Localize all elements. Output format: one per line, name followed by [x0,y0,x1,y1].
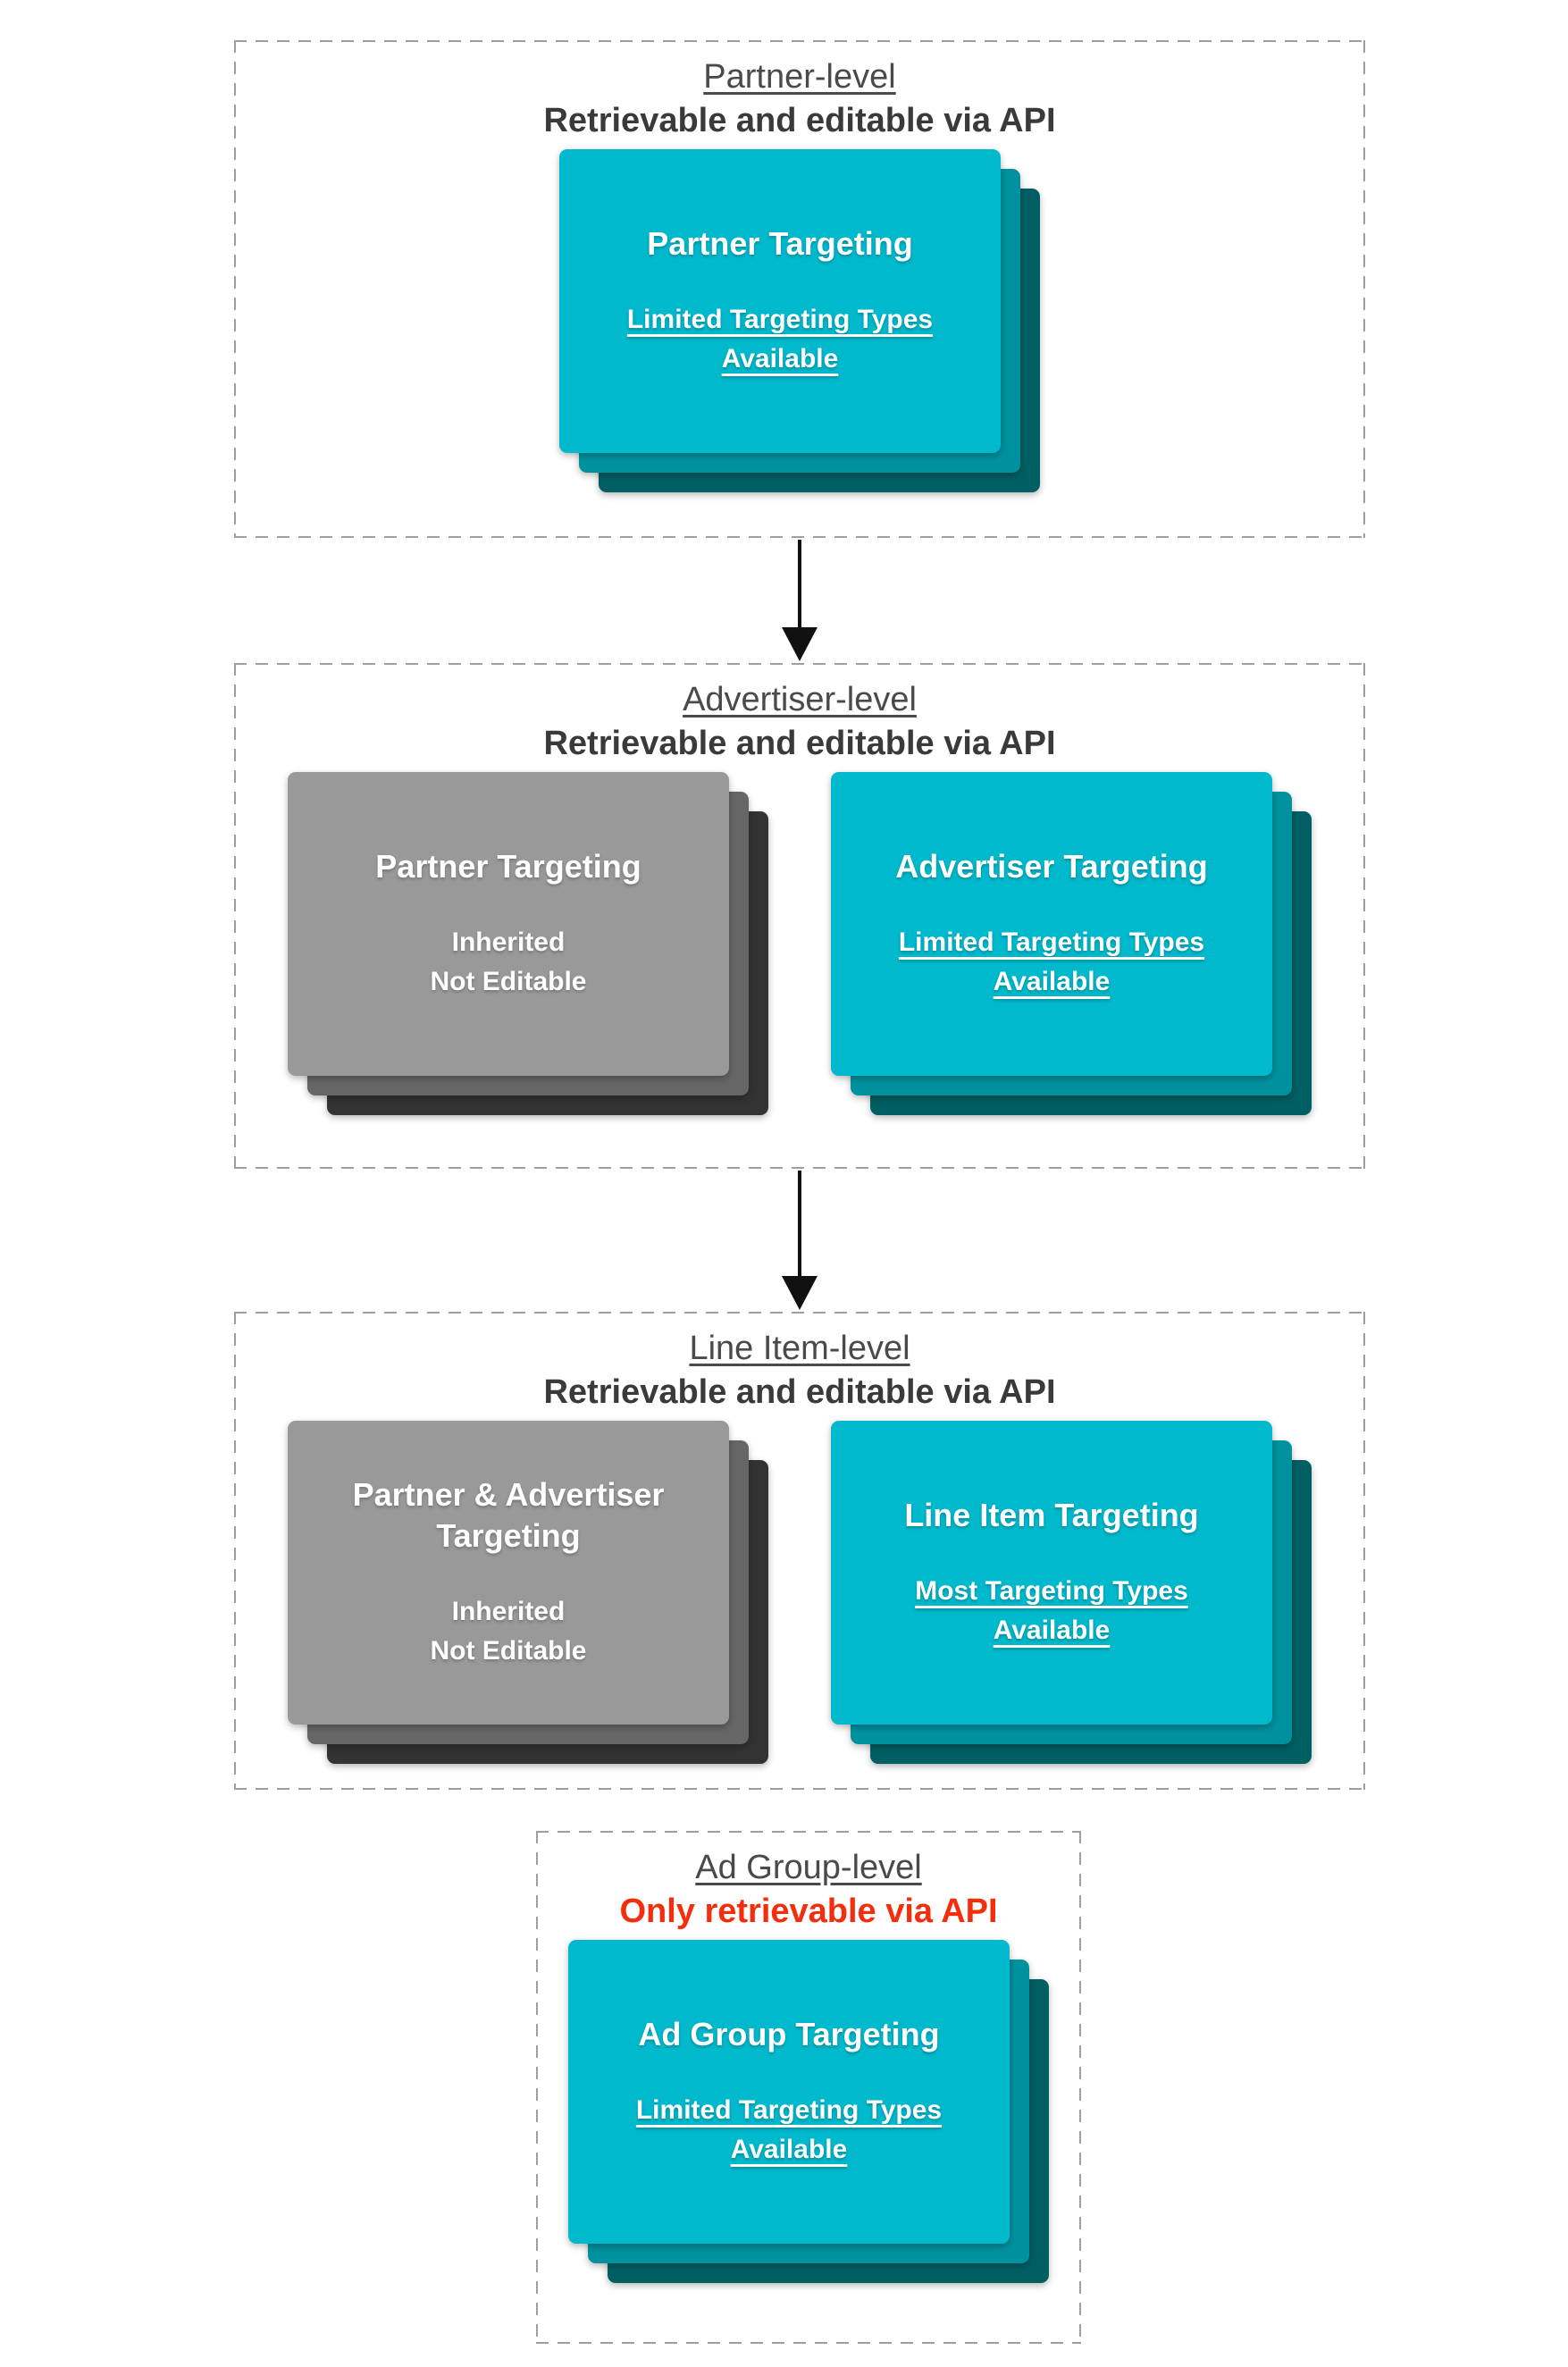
card-body-line: Available [721,344,839,374]
arrow-down-icon [782,540,818,661]
card-heading-line: Targeting [436,1517,581,1554]
card-body: Most Targeting Types Available [915,1572,1188,1650]
arrow-shaft [798,1171,801,1276]
ad-group-targeting-card: Ad Group Targeting Limited Targeting Typ… [568,1940,1010,2244]
cards-row: Partner & Advertiser Targeting Inherited… [234,1421,1365,1764]
cards-row: Partner Targeting Limited Targeting Type… [234,149,1365,492]
advertiser-targeting-card: Advertiser Targeting Limited Targeting T… [831,772,1272,1076]
cards-row: Partner Targeting Inherited Not Editable… [234,772,1365,1115]
advertiser-targeting-card-stack: Advertiser Targeting Limited Targeting T… [831,772,1312,1115]
ad-group-targeting-card-stack: Ad Group Targeting Limited Targeting Typ… [568,1940,1049,2283]
card-body-line: Available [730,2135,848,2164]
card-body-line: Available [993,1616,1111,1645]
card-heading: Partner Targeting [375,846,641,887]
card-heading: Line Item Targeting [904,1495,1198,1536]
cards-row: Ad Group Targeting Limited Targeting Typ… [536,1940,1081,2283]
card-body-line: Limited Targeting Types [898,927,1205,957]
card-body: Limited Targeting Types Available [627,300,933,379]
card-heading: Partner & Advertiser Targeting [353,1474,665,1557]
line-item-targeting-card-stack: Line Item Targeting Most Targeting Types… [831,1421,1312,1764]
partner-targeting-card: Partner Targeting Limited Targeting Type… [559,149,1001,453]
card-body-line: Not Editable [430,967,587,996]
card-body: Inherited Not Editable [430,923,586,1002]
section-title: Partner-level [703,58,896,96]
card-body-line: Most Targeting Types [915,1576,1188,1606]
card-body-line: Available [993,967,1111,996]
section-title: Advertiser-level [683,681,917,718]
card-body-line: Inherited [451,927,566,957]
card-heading-line: Line Item Targeting [904,1497,1199,1533]
card-body-line: Limited Targeting Types [626,305,934,334]
inherited-partner-advertiser-targeting-card-stack: Partner & Advertiser Targeting Inherited… [288,1421,768,1764]
arrow-down-icon [782,1171,818,1310]
line-item-level-section: Line Item-level Retrievable and editable… [234,1312,1365,1790]
ad-group-level-section: Ad Group-level Only retrievable via API … [536,1831,1081,2344]
card-heading-line: Partner Targeting [647,225,913,262]
card-body: Inherited Not Editable [430,1592,586,1671]
section-subtitle: Only retrievable via API [619,1893,998,1930]
card-heading: Partner Targeting [647,223,912,264]
section-subtitle: Retrievable and editable via API [543,725,1056,762]
card-body-line: Inherited [451,1597,566,1626]
inherited-partner-targeting-card-stack: Partner Targeting Inherited Not Editable [288,772,768,1115]
section-title: Line Item-level [689,1330,910,1367]
inherited-partner-targeting-card: Partner Targeting Inherited Not Editable [288,772,729,1076]
arrow-head [782,1276,818,1310]
section-subtitle: Retrievable and editable via API [543,102,1056,139]
advertiser-level-section: Advertiser-level Retrievable and editabl… [234,663,1365,1169]
card-heading: Advertiser Targeting [895,846,1207,887]
card-body-line: Not Editable [430,1636,587,1666]
arrow-shaft [798,540,801,627]
card-body-line: Limited Targeting Types [635,2095,943,2125]
section-title: Ad Group-level [695,1849,922,1886]
card-heading-line: Partner Targeting [375,848,641,885]
card-heading-line: Ad Group Targeting [638,2016,940,2052]
card-body: Limited Targeting Types Available [899,923,1204,1002]
arrow-head [782,627,818,661]
card-heading: Ad Group Targeting [638,2014,939,2055]
card-body: Limited Targeting Types Available [636,2091,942,2170]
card-heading-line: Partner & Advertiser [352,1476,665,1513]
line-item-targeting-card: Line Item Targeting Most Targeting Types… [831,1421,1272,1725]
partner-level-section: Partner-level Retrievable and editable v… [234,40,1365,538]
section-subtitle: Retrievable and editable via API [543,1373,1056,1411]
inherited-partner-advertiser-targeting-card: Partner & Advertiser Targeting Inherited… [288,1421,729,1725]
partner-targeting-card-stack: Partner Targeting Limited Targeting Type… [559,149,1040,492]
card-heading-line: Advertiser Targeting [895,848,1208,885]
